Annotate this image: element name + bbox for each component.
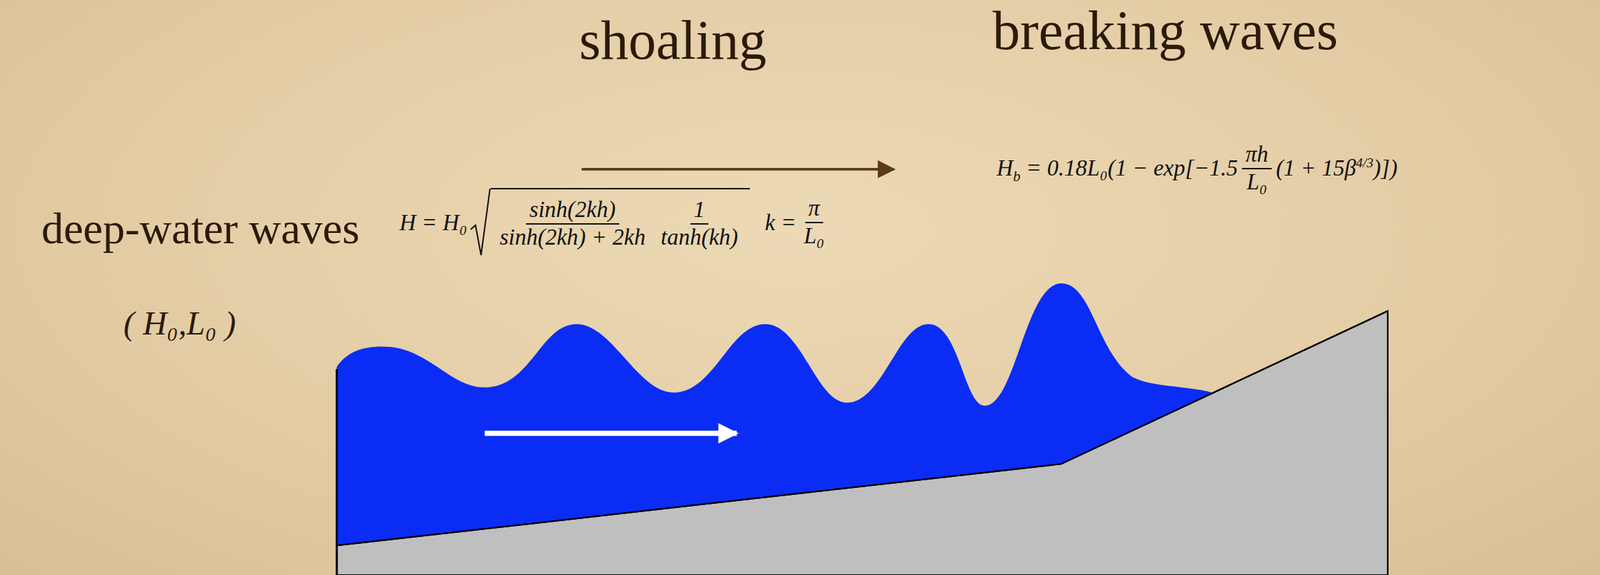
water-waves bbox=[336, 283, 1213, 546]
numerator: πh bbox=[1241, 141, 1272, 170]
formula-term: = 0.18L₀(1 − exp[−1.5 bbox=[1026, 155, 1239, 182]
shoaling-heading: shoaling bbox=[579, 12, 767, 68]
radical-sign bbox=[469, 187, 491, 258]
denominator: sinh(2kh) + 2kh bbox=[496, 224, 649, 251]
formula-term: (1 + 15β4/3 bbox=[1275, 155, 1374, 182]
superscript: 4/3 bbox=[1356, 154, 1374, 171]
formula-term: H = H₀ bbox=[399, 210, 468, 236]
square-root: sinh(2kh) sinh(2kh) + 2kh 1 tanh(kh) bbox=[469, 187, 750, 258]
deep-water-label: deep-water waves bbox=[13, 207, 388, 251]
denominator: L₀ bbox=[800, 223, 828, 250]
breaking-heading: breaking waves bbox=[992, 2, 1339, 59]
numerator: sinh(2kh) bbox=[525, 196, 620, 225]
shoaling-arrow bbox=[581, 167, 895, 171]
fraction: sinh(2kh) sinh(2kh) + 2kh bbox=[496, 196, 649, 251]
bottom-line bbox=[336, 311, 1388, 546]
radicand: sinh(2kh) sinh(2kh) + 2kh 1 tanh(kh) bbox=[490, 187, 750, 258]
formula-term: )]) bbox=[1373, 155, 1398, 182]
numerator: 1 bbox=[690, 196, 710, 225]
denominator: L₀ bbox=[1243, 169, 1272, 196]
shoaling-formula: H = H₀ sinh(2kh) sinh(2kh) + 2kh 1 tanh(… bbox=[399, 187, 833, 258]
fraction: 1 tanh(kh) bbox=[657, 196, 742, 251]
numerator: π bbox=[805, 195, 824, 224]
subscript: b bbox=[1013, 167, 1021, 185]
formula-term: Hb bbox=[996, 155, 1021, 182]
formula-term: (1 + 15β bbox=[1275, 155, 1357, 181]
denominator: tanh(kh) bbox=[657, 224, 742, 251]
propagation-arrow bbox=[484, 430, 737, 436]
breaking-formula: Hb = 0.18L₀(1 − exp[−1.5 πh L₀ (1 + 15β4… bbox=[996, 141, 1398, 196]
fraction: π L₀ bbox=[800, 195, 828, 250]
formula-symbol: H bbox=[996, 155, 1014, 181]
fraction: πh L₀ bbox=[1241, 141, 1272, 196]
deep-water-parameters: ( H₀,L₀ ) bbox=[82, 304, 277, 343]
formula-term: k = bbox=[765, 210, 797, 236]
left-wall bbox=[335, 369, 338, 575]
